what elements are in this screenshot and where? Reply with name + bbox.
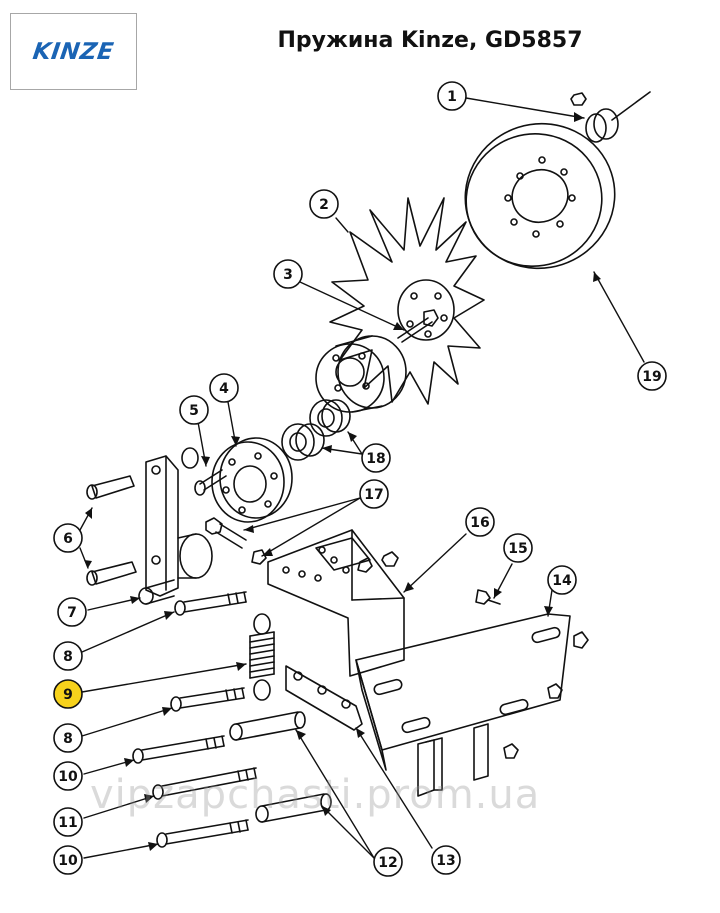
callout-8-lower: 8 (53, 723, 83, 753)
callout-4: 4 (209, 373, 239, 403)
bearing-part-18 (281, 399, 351, 461)
callout-11: 11 (53, 807, 83, 837)
callout-14: 14 (547, 565, 577, 595)
callout-5: 5 (179, 395, 209, 425)
bolt-part-8-upper (174, 591, 247, 616)
callout-10-upper: 10 (53, 761, 83, 791)
svg-text:12: 12 (378, 855, 397, 871)
callout-17: 17 (359, 479, 389, 509)
bolt-part-3 (397, 309, 439, 343)
nuts (357, 551, 589, 759)
callout-6: 6 (53, 523, 83, 553)
bolt-part-10-lower (156, 819, 249, 848)
svg-text:18: 18 (366, 451, 385, 467)
callout-7: 7 (57, 597, 87, 627)
svg-text:5: 5 (189, 403, 199, 419)
svg-text:2: 2 (319, 197, 329, 213)
svg-text:11: 11 (58, 815, 77, 831)
disc-part-19 (464, 91, 651, 270)
bolt-part-8-lower (170, 687, 245, 712)
bolt-part-5 (194, 469, 227, 496)
callout-8-upper: 8 (53, 641, 83, 671)
svg-text:10: 10 (58, 769, 78, 785)
svg-text:10: 10 (58, 853, 78, 869)
svg-text:4: 4 (219, 381, 229, 397)
page-title: Пружина Kinze, GD5857 (277, 28, 583, 53)
svg-text:15: 15 (508, 541, 527, 557)
callout-12: 12 (373, 847, 403, 877)
svg-text:13: 13 (436, 853, 455, 869)
pin-part-6 (86, 475, 137, 586)
leader-lines (79, 97, 645, 859)
svg-text:1: 1 (447, 89, 457, 105)
watermark-text: vipzapchasti.prom.ua (90, 772, 541, 818)
svg-text:17: 17 (364, 487, 383, 503)
callout-13: 13 (431, 845, 461, 875)
flange-part-4 (211, 437, 293, 523)
bolt-part-11 (152, 767, 257, 800)
callout-16: 16 (465, 507, 495, 537)
svg-text:14: 14 (552, 573, 572, 589)
mounting-plate-part-14 (355, 613, 571, 797)
svg-text:8: 8 (63, 649, 73, 665)
svg-text:3: 3 (283, 267, 293, 283)
callout-3: 3 (273, 259, 303, 289)
bolt-part-10-upper (132, 735, 225, 764)
callouts: 1 2 3 4 5 6 7 8 9 8 10 11 10 12 13 14 15… (53, 81, 667, 877)
svg-text:9: 9 (63, 687, 73, 703)
bolt-part-17 (205, 517, 267, 565)
callout-15: 15 (503, 533, 533, 563)
svg-text:8: 8 (63, 731, 73, 747)
svg-text:7: 7 (67, 605, 77, 621)
arm-bracket (145, 447, 213, 597)
callout-1: 1 (437, 81, 467, 111)
callout-9-highlighted: 9 (53, 679, 83, 709)
kinze-logo: KINZE (10, 13, 137, 90)
bracket-part-16 (267, 529, 405, 677)
link-plate-part-13 (285, 665, 363, 731)
spacer-part-12 (229, 711, 332, 823)
spring-part-9 (249, 613, 275, 701)
callout-2: 2 (309, 189, 339, 219)
pin-part-7 (138, 579, 175, 605)
callout-19: 19 (637, 361, 667, 391)
svg-text:16: 16 (470, 515, 489, 531)
arrow-heads (84, 112, 601, 851)
svg-text:19: 19 (642, 369, 661, 385)
spiked-wheel-part-2 (329, 197, 485, 405)
callout-18: 18 (361, 443, 391, 473)
callout-10-lower: 10 (53, 845, 83, 875)
svg-text:6: 6 (63, 531, 73, 547)
